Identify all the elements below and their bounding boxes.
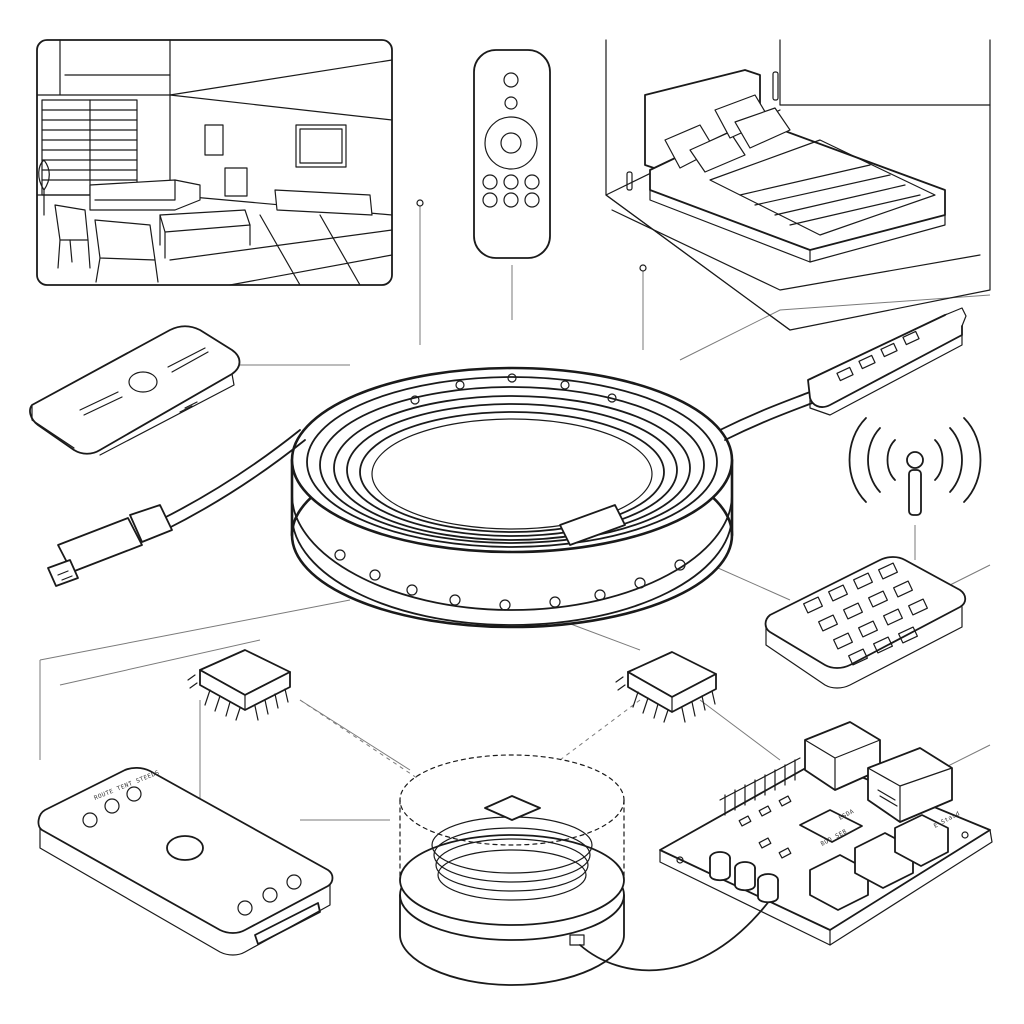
inline-controller-icon [719,307,967,441]
chip-icon [187,649,291,721]
wireless-antenna-icon [848,417,982,516]
keypad-controller-icon [764,556,967,689]
chip-icon [615,651,717,723]
wireless-charger-pad-icon [399,754,771,986]
controller-board-icon: ESDA BOD SEB E-Stasd [659,721,993,946]
led-strip-coil-icon [290,366,734,629]
bar-remote-icon: ROUTE TENT STEEDS [37,766,334,956]
usb-connector-icon [47,429,306,587]
living-room-illustration [36,39,393,286]
bedroom-illustration [605,39,991,331]
mini-remote-icon [29,325,241,456]
ir-remote-icon [473,49,551,259]
